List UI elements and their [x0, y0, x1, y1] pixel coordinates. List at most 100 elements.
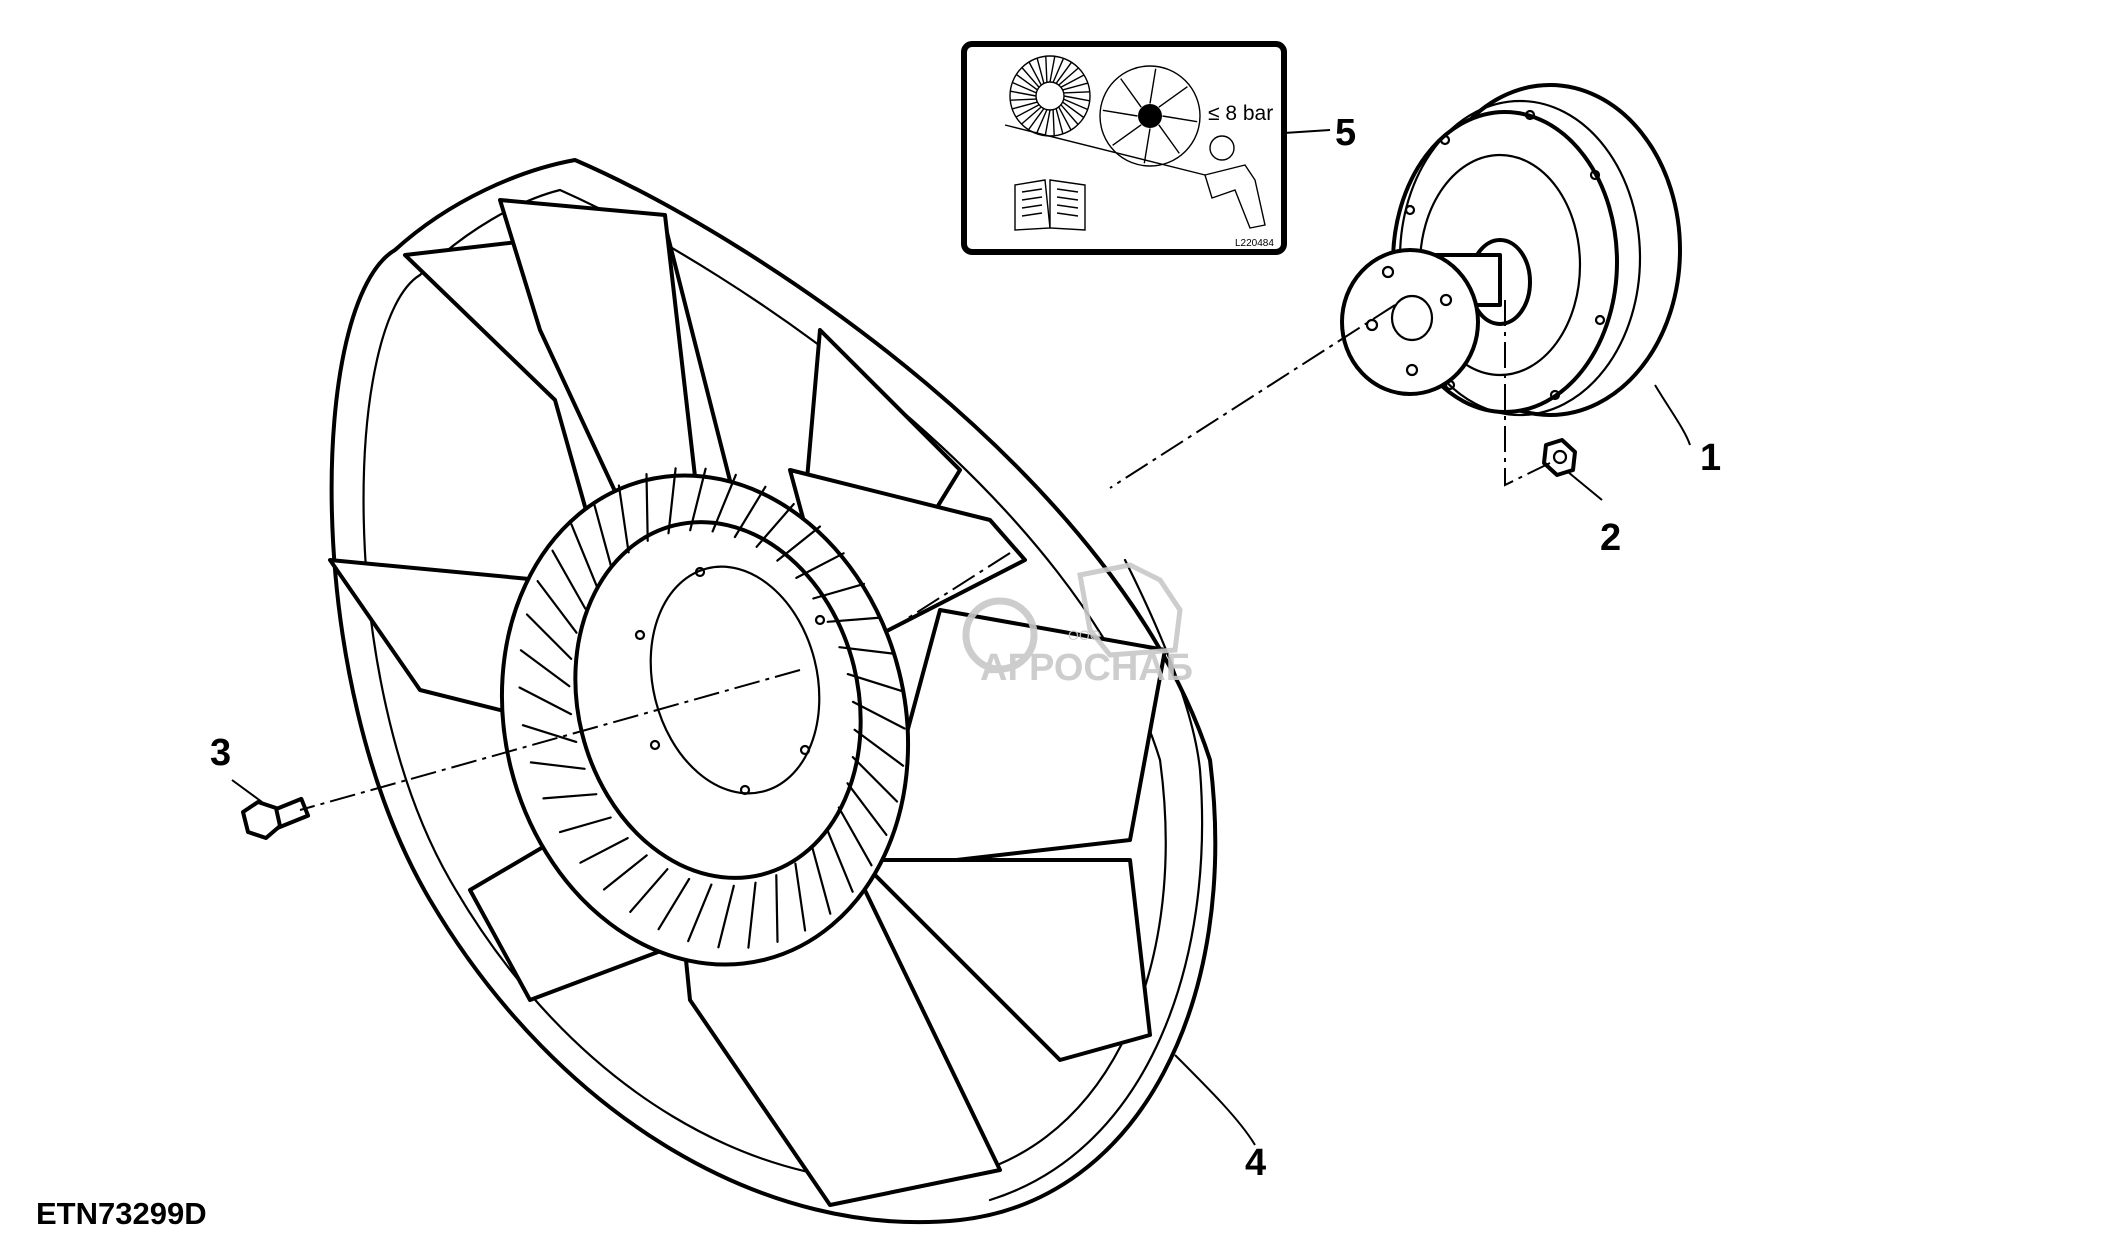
- warning-label-frame: [961, 41, 1287, 255]
- flange-hole: [1439, 293, 1453, 307]
- watermark: ООО АГРОСНАБ: [962, 562, 1193, 689]
- fin-line: [1060, 74, 1085, 88]
- leader-line: [1654, 384, 1691, 446]
- manual-book-icon: [1014, 179, 1086, 231]
- fin-line: [1052, 109, 1055, 136]
- fin-line: [811, 847, 832, 915]
- fan-blade: [858, 858, 1152, 1062]
- fin-line: [1052, 58, 1065, 83]
- fin-line: [579, 836, 629, 864]
- fin-line: [1045, 56, 1048, 83]
- fin-line: [657, 877, 691, 931]
- fin-line: [846, 782, 888, 837]
- fin-line: [846, 672, 903, 692]
- fin-line: [689, 467, 707, 532]
- fin-line: [1058, 106, 1072, 131]
- figure-id: ETN73299D: [36, 1196, 207, 1231]
- fin-line: [521, 724, 578, 744]
- fan-hub-bore: [649, 565, 821, 795]
- fan-wheel-icon: [1099, 65, 1201, 167]
- flange-nut: [1542, 438, 1577, 477]
- fin-line: [1149, 68, 1157, 104]
- fin-line: [1036, 57, 1045, 84]
- cap-screw: [241, 796, 311, 840]
- bolt-hole: [634, 629, 646, 641]
- center-line: [1504, 300, 1551, 487]
- bolt-hole: [1524, 109, 1536, 121]
- callout-3: 3: [210, 732, 231, 774]
- fin-line: [747, 881, 757, 949]
- fin-line: [825, 828, 854, 893]
- fin-line: [1035, 109, 1048, 134]
- fin-line: [1021, 106, 1042, 125]
- fin-line: [519, 649, 571, 688]
- label-code: L220484: [1235, 238, 1274, 249]
- fin-line: [1063, 95, 1090, 102]
- fin-line: [755, 503, 795, 548]
- watermark-harvester-icon: [1077, 562, 1183, 658]
- fin-line: [629, 868, 669, 914]
- fin-line: [853, 728, 905, 767]
- fin-line: [1015, 104, 1040, 118]
- bolt-hole: [694, 566, 706, 578]
- fin-line: [1010, 98, 1037, 101]
- fin-line: [1012, 81, 1037, 94]
- bolt-hole: [814, 614, 826, 626]
- fin-line: [617, 484, 630, 554]
- fin-line: [1028, 61, 1042, 86]
- flange-hole: [1405, 363, 1419, 377]
- center-line: [904, 552, 1011, 621]
- fin-line: [1010, 90, 1037, 97]
- fin-line: [570, 523, 599, 588]
- fan-clutch-icon-fins: [1010, 56, 1090, 136]
- center-line: [299, 669, 801, 811]
- fin-line: [812, 582, 866, 600]
- fin-line: [1158, 86, 1188, 108]
- leader-line: [231, 779, 263, 803]
- fin-line: [1055, 108, 1064, 135]
- callout-leaders: [231, 129, 1691, 1146]
- fin-line: [1143, 128, 1151, 164]
- fin-line: [1102, 109, 1138, 117]
- flange-hole: [1381, 265, 1395, 279]
- nut-hex: [1542, 438, 1577, 477]
- fan-hub-fins: [518, 467, 906, 949]
- cap-screw-head: [241, 800, 282, 840]
- fin-line: [1062, 82, 1089, 91]
- callout-4: 4: [1245, 1142, 1266, 1184]
- label-pressure-text: ≤ 8 bar: [1208, 102, 1273, 125]
- fin-line: [795, 552, 845, 580]
- fin-line: [1063, 98, 1088, 111]
- leader-line: [1283, 129, 1331, 134]
- fin-line: [711, 473, 737, 533]
- fin-line: [837, 806, 873, 867]
- fin-line: [592, 501, 613, 569]
- fin-line: [525, 613, 573, 661]
- bolt-hole: [799, 744, 811, 756]
- fin-line: [1060, 104, 1079, 125]
- fin-line: [775, 874, 779, 944]
- book-lines: [1021, 188, 1079, 217]
- fin-line: [1044, 109, 1051, 136]
- fin-line: [826, 616, 882, 623]
- fin-line: [529, 761, 586, 770]
- fin-line: [838, 646, 895, 655]
- watermark-gear-icon: [962, 597, 1038, 673]
- callout-5: 5: [1335, 112, 1356, 154]
- center-line: [1109, 304, 1396, 489]
- fin-line: [851, 700, 906, 730]
- fin-line: [551, 549, 587, 610]
- fan-assembly: [328, 158, 1218, 1225]
- fin-line: [558, 816, 612, 834]
- bolt-hole: [1549, 389, 1561, 401]
- fan-wheel-icon-spokes: [1102, 68, 1198, 164]
- bolt-hole: [1439, 134, 1451, 146]
- bolt-hole: [1594, 314, 1606, 326]
- bolt-hole: [1589, 169, 1601, 181]
- pressure-gauge-icon: [1209, 135, 1235, 161]
- fin-line: [536, 579, 578, 634]
- fin-line: [794, 862, 807, 932]
- fin-line: [1055, 61, 1073, 84]
- fin-line: [776, 525, 822, 562]
